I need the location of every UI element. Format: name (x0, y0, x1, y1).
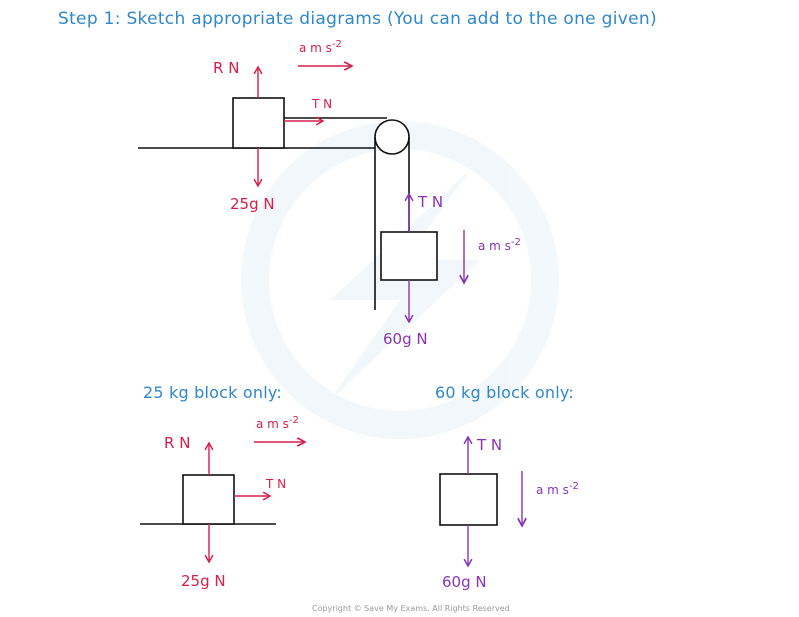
accel-v-label: a m s-2 (478, 237, 521, 253)
block-60kg (380, 231, 438, 281)
block60-tension-label: T N (476, 436, 502, 454)
step-heading: Step 1: Sketch appropriate diagrams (You… (58, 9, 657, 29)
block60-accel-arrow-double (517, 517, 527, 528)
main-forces-25 (253, 61, 354, 188)
block25-box (182, 474, 235, 525)
block60-heading: 60 kg block only: (435, 383, 574, 402)
block25-weight-label: 25g N (181, 572, 226, 590)
block25-forces (204, 437, 307, 564)
weight-25-label: 25g N (230, 195, 275, 213)
main-forces-60 (404, 192, 469, 324)
weight-60-label: 60g N (383, 330, 428, 348)
block25-diagram (140, 474, 276, 525)
block60-accel-label: a m s-2 (536, 481, 579, 497)
block25-accel-label: a m s-2 (256, 415, 299, 431)
pulley (374, 119, 410, 155)
accel-h-label: a m s-2 (299, 39, 342, 55)
block60-diagram (439, 473, 498, 526)
tension-v-label: T N (417, 193, 443, 211)
block25-reaction-label: R N (164, 434, 190, 452)
accel-h-arrow-double (343, 61, 354, 71)
block25-heading: 25 kg block only: (143, 383, 282, 402)
tension-h-label: T N (311, 97, 332, 111)
copyright-note: Copyright © Save My Exams. All Rights Re… (312, 604, 510, 613)
main-diagram (138, 97, 438, 310)
block25-accel-arrow-double (296, 437, 307, 447)
block60-weight-label: 60g N (442, 573, 487, 591)
block60-box (439, 473, 498, 526)
reaction-label: R N (213, 59, 239, 77)
accel-v-arrow-double (459, 274, 469, 285)
block25-tension-label: T N (265, 477, 286, 491)
block-25kg (232, 97, 285, 149)
block60-forces (463, 435, 527, 568)
